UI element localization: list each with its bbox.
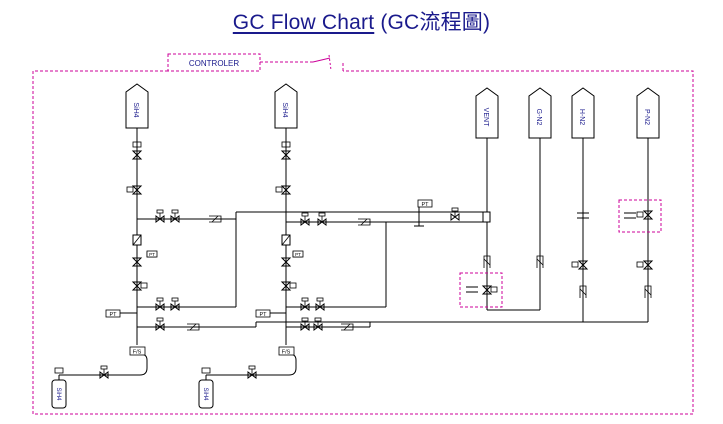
controller-enclosure xyxy=(32,53,694,415)
tank-p-n2: P-N2 xyxy=(636,87,660,139)
tank-label: SiH4 xyxy=(132,102,139,117)
gauge-pt-right: PT xyxy=(255,309,286,318)
flow-controller-box-pn2 xyxy=(618,199,662,233)
valve-column-right xyxy=(275,141,303,291)
gauge-label: PT xyxy=(149,252,155,257)
gauge-pt-left-upper: PT xyxy=(146,250,158,258)
flow-controller-box-vent xyxy=(459,272,503,308)
tank-sih4-1: SiH4 xyxy=(125,83,149,129)
gauge-label: PT xyxy=(109,312,117,318)
cylinder-label: SiH4 xyxy=(202,387,208,401)
n2-valves xyxy=(483,212,653,299)
gauge-label: PT xyxy=(421,202,429,208)
tank-vent: VENT xyxy=(475,87,499,139)
tank-label: G-N2 xyxy=(535,109,542,126)
valve-column-left xyxy=(126,141,157,291)
gauge-pt-right-upper: PT xyxy=(292,250,304,258)
regulator-label: F/S xyxy=(133,350,142,356)
regulator-left: F/S xyxy=(129,346,146,356)
gauge-label: PT xyxy=(295,252,301,257)
regulator-label: F/S xyxy=(282,350,291,356)
gauge-label: PT xyxy=(259,312,267,318)
page-title: GC Flow Chart (GC流程圖) xyxy=(0,6,723,36)
tank-label: H-N2 xyxy=(578,109,585,125)
cylinder-label: SiH4 xyxy=(55,387,61,401)
cylinder-sih4-right: SiH4 xyxy=(198,367,214,409)
tank-label: VENT xyxy=(482,108,489,127)
gauge-pt-vent: PT xyxy=(417,199,433,208)
title-main: GC Flow Chart xyxy=(232,11,375,34)
regulator-right: F/S xyxy=(278,346,295,356)
controller-label: CONTROLER xyxy=(189,59,239,68)
title-sub: (GC流程圖) xyxy=(380,11,491,34)
vent-junction xyxy=(482,211,491,223)
tank-label: P-N2 xyxy=(643,109,650,125)
piping xyxy=(58,128,649,380)
gauge-pt-left: PT xyxy=(105,309,137,318)
cylinder-sih4-left: SiH4 xyxy=(51,367,67,409)
tank-sih4-2: SiH4 xyxy=(274,83,298,129)
tank-h-n2: H-N2 xyxy=(571,87,595,139)
controller-switch xyxy=(312,54,332,71)
tank-label: SiH4 xyxy=(281,102,288,117)
tank-g-n2: G-N2 xyxy=(528,87,552,139)
